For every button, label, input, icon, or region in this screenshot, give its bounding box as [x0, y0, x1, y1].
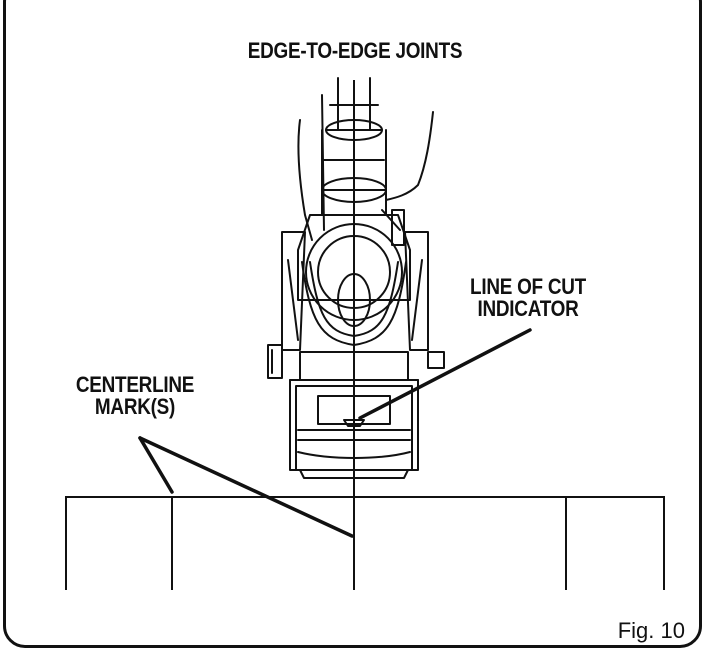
- line-of-cut-label-line1: LINE OF CUT: [470, 274, 586, 299]
- cut-indicator: [343, 419, 365, 427]
- line-of-cut-label-line2: INDICATOR: [477, 296, 579, 321]
- diagram-title: EDGE-TO-EDGE JOINTS: [247, 38, 463, 63]
- centerline-mark-label: CENTERLINE MARK(S): [53, 374, 216, 418]
- side-plates: [281, 231, 429, 351]
- top-knob: [391, 209, 405, 246]
- centerline-label-line1: CENTERLINE: [75, 372, 195, 397]
- leader-centerline-2: [138, 436, 354, 538]
- figure-number: Fig. 10: [617, 618, 685, 643]
- hand-outline: [297, 94, 434, 241]
- side-knob-right: [427, 351, 445, 369]
- leader-centerline-1: [138, 436, 174, 494]
- centerline-label-line2: MARK(S): [94, 394, 176, 419]
- workpiece-boards: [65, 496, 665, 590]
- figure-frame: [3, 0, 702, 648]
- leader-line-of-cut: [358, 328, 532, 420]
- motor-housing: [297, 214, 411, 301]
- side-knob-left: [267, 344, 283, 379]
- line-of-cut-label: LINE OF CUT INDICATOR: [442, 276, 614, 320]
